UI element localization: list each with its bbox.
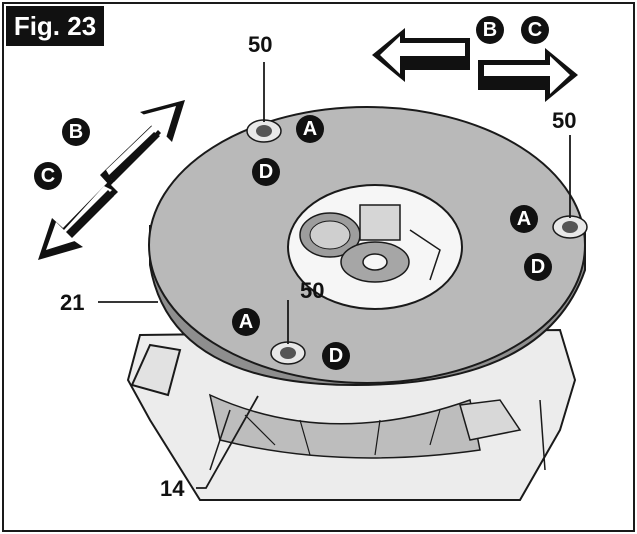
callout-router-base: 14 [160,476,185,501]
figure-label: Fig. 23 [6,6,104,46]
badge-c-top: C [521,16,549,44]
badge-d-top: D [252,158,280,186]
arrow-c-left [38,182,118,260]
arrow-b-top [372,28,470,82]
badge-a-top: A [296,115,324,143]
badge-d-right: D [524,253,552,281]
arrow-b-left [100,100,185,186]
leader-lines [98,62,571,489]
callout-plate-edge: 21 [60,290,85,315]
arrow-c-top [478,48,578,102]
screw-right [552,215,588,239]
center-opening [287,184,463,310]
badge-b-top: B [476,16,504,44]
screw-top [246,119,282,143]
callout-screw-center: 50 [300,278,325,303]
badge-d-bottom: D [322,342,350,370]
callout-screw-top: 50 [248,32,273,57]
badge-a-right: A [510,205,538,233]
badge-b-left: B [62,118,90,146]
badge-a-bottom: A [232,308,260,336]
callout-screw-right: 50 [552,108,577,133]
badge-c-left: C [34,162,62,190]
screw-bottom [270,341,306,365]
